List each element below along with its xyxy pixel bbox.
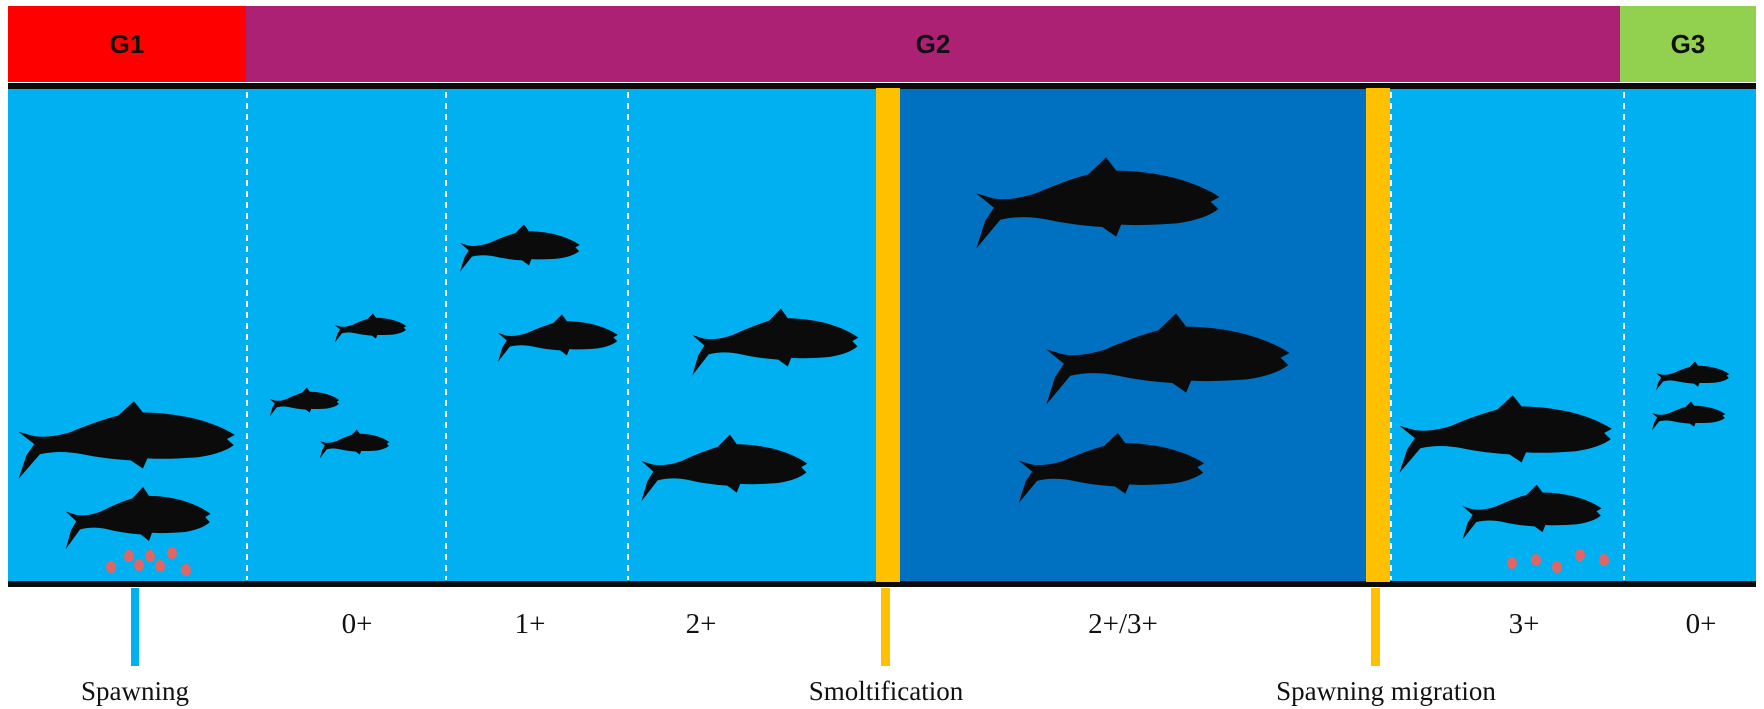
egg <box>167 547 177 559</box>
age-label: 0+ <box>342 608 373 640</box>
egg-cluster-icon <box>106 547 191 576</box>
age-label: 2+ <box>686 608 717 640</box>
egg <box>1599 554 1609 566</box>
age-label: 0+ <box>1686 608 1717 640</box>
g3-bar <box>1620 6 1756 82</box>
egg <box>145 550 155 562</box>
spawning-migration-label: Spawning migration <box>1276 676 1496 706</box>
egg <box>1575 549 1585 561</box>
egg <box>124 550 134 562</box>
g1-label: G1 <box>110 29 145 59</box>
spawning-marker <box>131 588 139 666</box>
spawning-migration-stripe <box>1366 88 1390 582</box>
g2-label: G2 <box>916 29 951 59</box>
spawning-migration-marker <box>1371 588 1380 666</box>
egg <box>181 564 191 576</box>
smoltification-stripe <box>876 88 900 582</box>
ocean-panel <box>900 88 1366 584</box>
g2-bar <box>246 6 1620 82</box>
year-dividers <box>246 92 1625 580</box>
egg <box>155 560 165 572</box>
egg <box>1507 557 1517 569</box>
generation-bar: G1 G2 G3 <box>8 6 1756 82</box>
g3-label: G3 <box>1671 29 1706 59</box>
age-label: 3+ <box>1509 608 1540 640</box>
age-labels: 0+ 1+ 2+ 2+/3+ 3+ 0+ <box>342 608 1717 640</box>
top-border-line <box>8 83 1756 89</box>
age-label: 1+ <box>515 608 546 640</box>
egg <box>134 559 144 571</box>
smoltification-marker <box>881 588 890 666</box>
egg <box>106 561 116 573</box>
egg-cluster-icon <box>1507 549 1609 573</box>
egg <box>1552 561 1562 573</box>
egg <box>1531 554 1541 566</box>
bottom-border-line <box>8 581 1756 587</box>
age-label: 2+/3+ <box>1088 608 1158 640</box>
g1-bar <box>8 6 246 82</box>
smoltification-label: Smoltification <box>809 676 964 706</box>
spawning-label: Spawning <box>81 676 189 706</box>
